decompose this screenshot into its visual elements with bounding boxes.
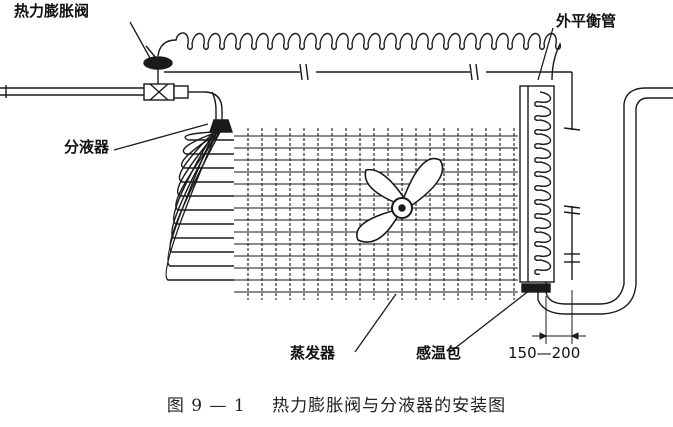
dimension-lines xyxy=(532,290,586,344)
distributor-tubes xyxy=(165,131,234,281)
feeder-tube xyxy=(182,131,234,155)
evaporator-grid xyxy=(234,128,518,300)
feeder-tube xyxy=(175,131,234,211)
distributor-label: 分液器 xyxy=(64,138,110,156)
equalizer-tube-label: 外平衡管 xyxy=(556,12,617,30)
feeder-tube xyxy=(172,131,234,225)
inlet-pipe xyxy=(0,85,144,98)
expansion-valve-label: 热力膨胀阀 xyxy=(14,2,90,20)
feeder-tube xyxy=(167,131,234,267)
leader-lines xyxy=(113,21,554,353)
suction-line xyxy=(537,87,673,315)
evaporator-header xyxy=(519,85,555,283)
equalizer-line xyxy=(164,63,581,280)
feeder-tube xyxy=(184,131,234,141)
figure-caption: 图 9 — 1 热力膨胀阀与分液器的安装图 xyxy=(0,398,673,415)
sensing-bulb-label: 感温包 xyxy=(416,344,462,362)
distributor xyxy=(203,91,233,133)
header-coil xyxy=(534,91,552,276)
feeder-tube xyxy=(165,131,234,281)
distance-label: 150—200 xyxy=(508,344,581,362)
fan xyxy=(356,157,444,243)
evaporator-label: 蒸发器 xyxy=(290,344,336,362)
sensing-bulb xyxy=(521,283,551,293)
figure-number: 图 9 — 1 xyxy=(166,396,246,416)
feeder-tube xyxy=(178,131,234,183)
figure-title: 热力膨胀阀与分液器的安装图 xyxy=(272,396,507,416)
capillary-tube xyxy=(157,32,562,81)
expansion-valve xyxy=(143,45,204,101)
